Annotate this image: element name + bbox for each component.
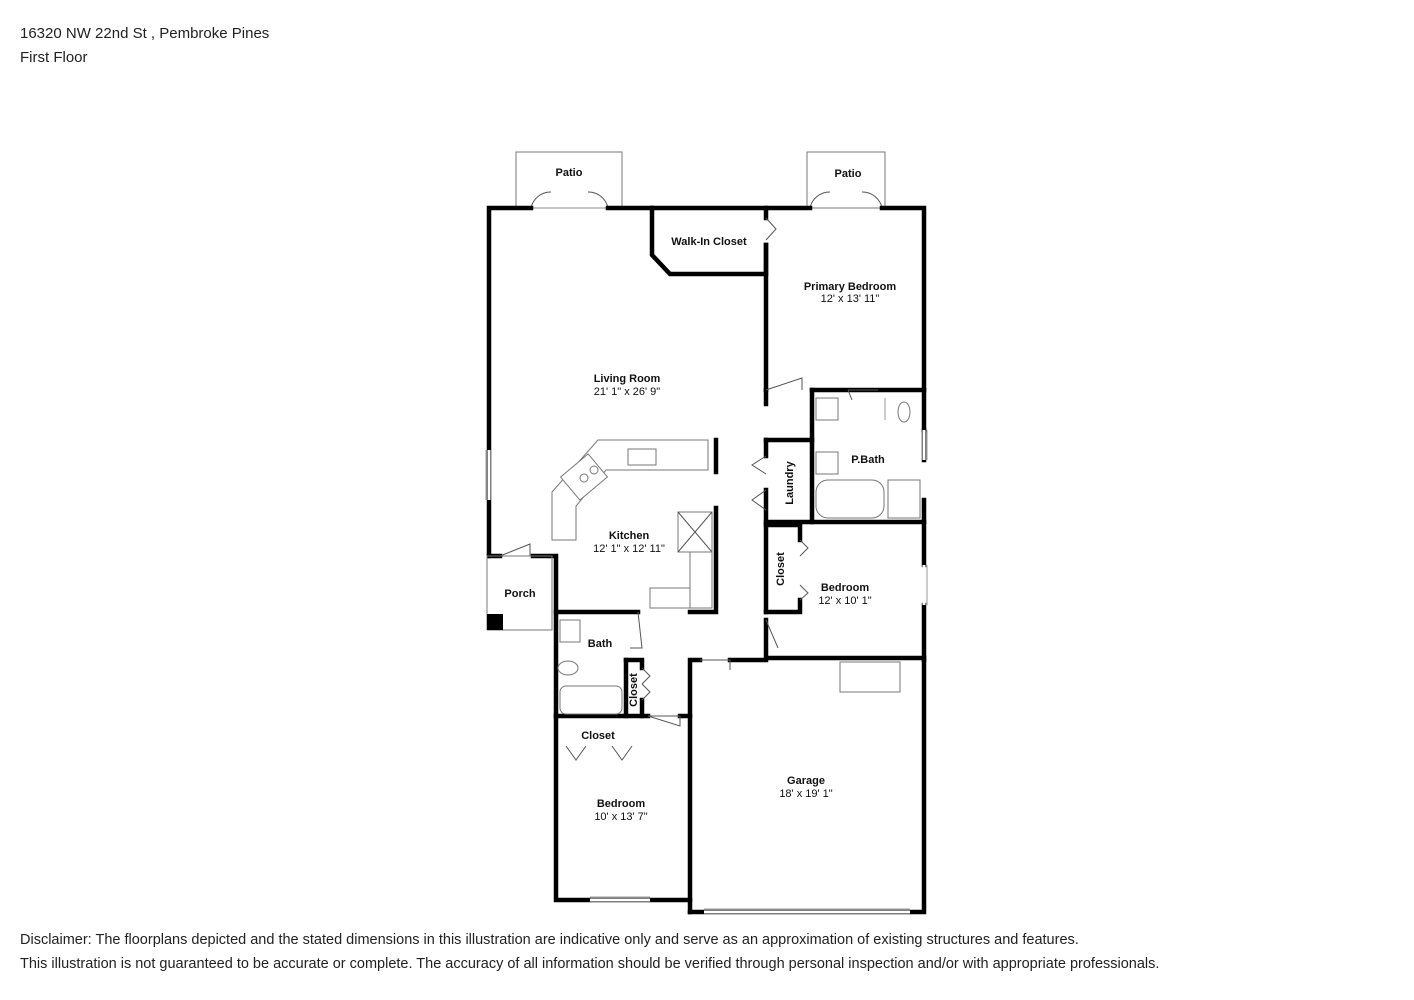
plan-header: 16320 NW 22nd St , Pembroke Pines First … (20, 22, 269, 70)
dims-primary-bedroom: 12' x 13' 11" (821, 293, 880, 305)
room-labels: Patio Patio Walk-In Closet Primary Bedro… (504, 167, 896, 823)
label-patio-left: Patio (556, 167, 583, 179)
label-laundry: Laundry (784, 460, 796, 504)
dims-bedroom-right: 12' x 10' 1" (818, 595, 871, 607)
disclaimer-line-2: This illustration is not guaranteed to b… (20, 956, 1160, 972)
label-closet-mid: Closet (775, 552, 787, 586)
disclaimer-line-1: Disclaimer: The floorplans depicted and … (20, 932, 1079, 948)
label-living-room: Living Room (594, 373, 661, 385)
dims-garage: 18' x 19' 1" (779, 788, 832, 800)
walls (486, 205, 927, 915)
label-bedroom-right: Bedroom (821, 582, 870, 594)
porch (486, 555, 553, 631)
property-address: 16320 NW 22nd St , Pembroke Pines (20, 25, 270, 42)
pbath-fixtures (815, 397, 921, 519)
kitchen-fixtures (551, 439, 713, 609)
dims-bedroom-bottom: 10' x 13' 7" (594, 811, 647, 823)
label-closet-small: Closet (628, 673, 640, 707)
bath-fixtures (557, 619, 623, 715)
label-walk-in-closet: Walk-In Closet (671, 236, 747, 248)
patio-left (515, 151, 623, 209)
label-p-bath: P.Bath (851, 454, 885, 466)
label-kitchen: Kitchen (609, 530, 650, 542)
dims-living-room: 21' 1" x 26' 9" (594, 386, 661, 398)
patio-right (806, 151, 886, 209)
label-porch: Porch (504, 588, 535, 600)
label-bedroom-bottom: Bedroom (597, 798, 646, 810)
floor-label: First Floor (20, 49, 88, 66)
label-patio-right: Patio (835, 168, 862, 180)
doors (499, 217, 878, 761)
garage-fixture (839, 661, 901, 693)
label-garage: Garage (787, 775, 825, 787)
windows (485, 430, 928, 914)
label-primary-bedroom: Primary Bedroom (804, 281, 897, 293)
disclaimer: Disclaimer: The floorplans depicted and … (20, 928, 1159, 976)
label-closet-bottom: Closet (581, 730, 615, 742)
dims-kitchen: 12' 1" x 12' 11" (593, 543, 665, 555)
label-bath: Bath (588, 638, 613, 650)
